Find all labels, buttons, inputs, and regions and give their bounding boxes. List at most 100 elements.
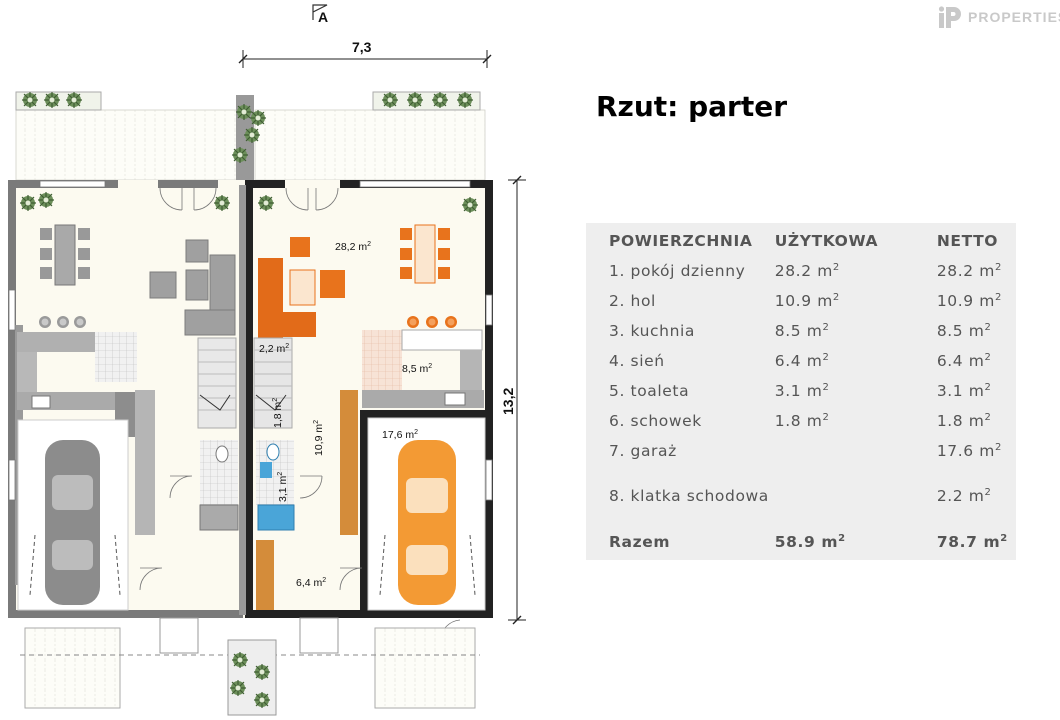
terrace-left — [15, 109, 240, 181]
total-label-value: Razem — [609, 533, 671, 551]
toilet-icon — [266, 443, 280, 461]
sink-icon — [31, 395, 51, 409]
cell-netto-unit-exponent: 2 — [994, 262, 1002, 273]
terrace-right — [254, 109, 486, 181]
room-label-stairs: 2,2 m2 — [259, 343, 289, 355]
left-bar-stools — [39, 316, 86, 328]
cell-netto-unit-exponent: 2 — [994, 442, 1002, 453]
vestibule-wardrobe — [256, 540, 274, 610]
cell-room-name: 3. kuchnia — [586, 316, 775, 346]
cell-uzytkowa: 3.1 m2 — [775, 376, 937, 406]
left-shower — [199, 504, 239, 531]
col-header-name: POWIERZCHNIA — [609, 231, 753, 250]
room-label-storage: 1,8 m2 — [272, 398, 284, 428]
sink-icon — [444, 392, 466, 406]
cell-room-name-value: 4. sień — [609, 352, 665, 370]
cell-netto-value: 28.2 m — [936, 262, 995, 280]
room-label-kitchen: 8,5 m2 — [402, 363, 432, 375]
cell-netto-unit-exponent: 2 — [994, 292, 1002, 303]
total-netto: 78.7 m2 — [937, 526, 1016, 558]
total-netto-unit-exponent: 2 — [1000, 533, 1008, 544]
cell-netto-value: 17.6 m — [936, 442, 995, 460]
room-label-hall: 10,9 m2 — [313, 420, 325, 456]
dimension-width: 7,3 — [238, 39, 492, 68]
cell-uzytkowa — [775, 466, 937, 526]
total-uzytkowa: 58.9 m2 — [775, 526, 937, 558]
col-header-netto: NETTO — [936, 231, 999, 250]
cell-uzytkowa-value: 10.9 m — [774, 292, 833, 310]
cell-room-name-value: 8. klatka schodowa — [609, 487, 769, 505]
cell-uzytkowa-value: 3.1 m — [774, 382, 823, 400]
ip-logo-icon — [938, 6, 961, 28]
cell-netto: 17.6 m2 — [937, 436, 1016, 466]
cell-netto-value: 8.5 m — [936, 322, 985, 340]
kitchen-island — [401, 329, 483, 351]
front-paving — [20, 617, 480, 716]
cell-room-name: 7. garaż — [586, 436, 775, 466]
cell-room-name: 8. klatka schodowa — [586, 466, 775, 526]
cell-room-name-value: 2. hol — [609, 292, 656, 310]
cell-netto-value: 6.4 m — [936, 352, 985, 370]
car-icon — [45, 440, 100, 605]
cell-uzytkowa-unit-exponent: 2 — [822, 352, 830, 363]
dimension-height-label: 13,2 — [500, 388, 516, 415]
cell-uzytkowa: 28.2 m2 — [775, 256, 937, 286]
cell-room-name: 4. sień — [586, 346, 775, 376]
cell-room-name-value: 7. garaż — [609, 442, 677, 460]
col-header-uzytkowa: UŻYTKOWA — [774, 231, 879, 250]
cell-uzytkowa-unit-exponent: 2 — [822, 382, 830, 393]
left-counter-side — [17, 352, 37, 392]
car-icon — [398, 440, 456, 605]
cell-netto: 8.5 m2 — [937, 316, 1016, 346]
section-marker: A — [312, 4, 328, 25]
cell-room-name-value: 6. schowek — [609, 412, 702, 430]
cell-uzytkowa — [775, 436, 937, 466]
table-icon — [400, 224, 450, 284]
room-label-garage: 17,6 m2 — [382, 429, 418, 441]
cell-uzytkowa-unit-exponent: 2 — [832, 262, 840, 273]
cell-netto: 10.9 m2 — [937, 286, 1016, 316]
left-counter — [17, 332, 95, 352]
cell-netto-value: 1.8 m — [936, 412, 985, 430]
room-label-toilet: 3,1 m2 — [277, 472, 289, 502]
planter-right — [372, 91, 481, 111]
stairs-icon — [253, 337, 293, 429]
total-uzytkowa-value: 58.9 m — [774, 533, 839, 551]
left-sofa — [149, 239, 236, 336]
cell-netto-unit-exponent: 2 — [984, 412, 992, 423]
cell-netto-value: 3.1 m — [936, 382, 985, 400]
total-uzytkowa-unit-exponent: 2 — [838, 533, 846, 544]
left-kitchen-floor — [95, 332, 137, 382]
cell-room-name-value: 3. kuchnia — [609, 322, 696, 340]
area-table-panel: POWIERZCHNIA UŻYTKOWA NETTO 1. pokój dzi… — [586, 223, 1016, 560]
cell-uzytkowa: 8.5 m2 — [775, 316, 937, 346]
total-netto-value: 78.7 m — [936, 533, 1001, 551]
dimension-width-label: 7,3 — [352, 39, 372, 55]
cell-uzytkowa-value: 6.4 m — [774, 352, 823, 370]
toilet-icon — [215, 445, 229, 463]
cell-uzytkowa-unit-exponent: 2 — [822, 322, 830, 333]
total-label: Razem — [586, 526, 775, 558]
room-label-vestibule: 6,4 m2 — [296, 577, 326, 589]
cell-uzytkowa: 10.9 m2 — [775, 286, 937, 316]
kitchen-counter — [362, 390, 484, 408]
table-row: 7. garaż 17.6 m2 — [586, 436, 1016, 466]
bathtub-icon — [257, 504, 295, 531]
cell-uzytkowa-value: 28.2 m — [774, 262, 833, 280]
cell-netto-unit-exponent: 2 — [984, 352, 992, 363]
dimension-height: 13,2 — [500, 175, 526, 625]
section-marker-label: A — [318, 9, 328, 25]
room-label-living: 28,2 m2 — [335, 241, 371, 253]
kitchen-counter-side — [460, 350, 482, 390]
cell-netto-unit-exponent: 2 — [984, 487, 992, 498]
cell-room-name: 5. toaleta — [586, 376, 775, 406]
bar-stools — [407, 316, 457, 328]
cell-room-name: 1. pokój dzienny — [586, 256, 775, 286]
